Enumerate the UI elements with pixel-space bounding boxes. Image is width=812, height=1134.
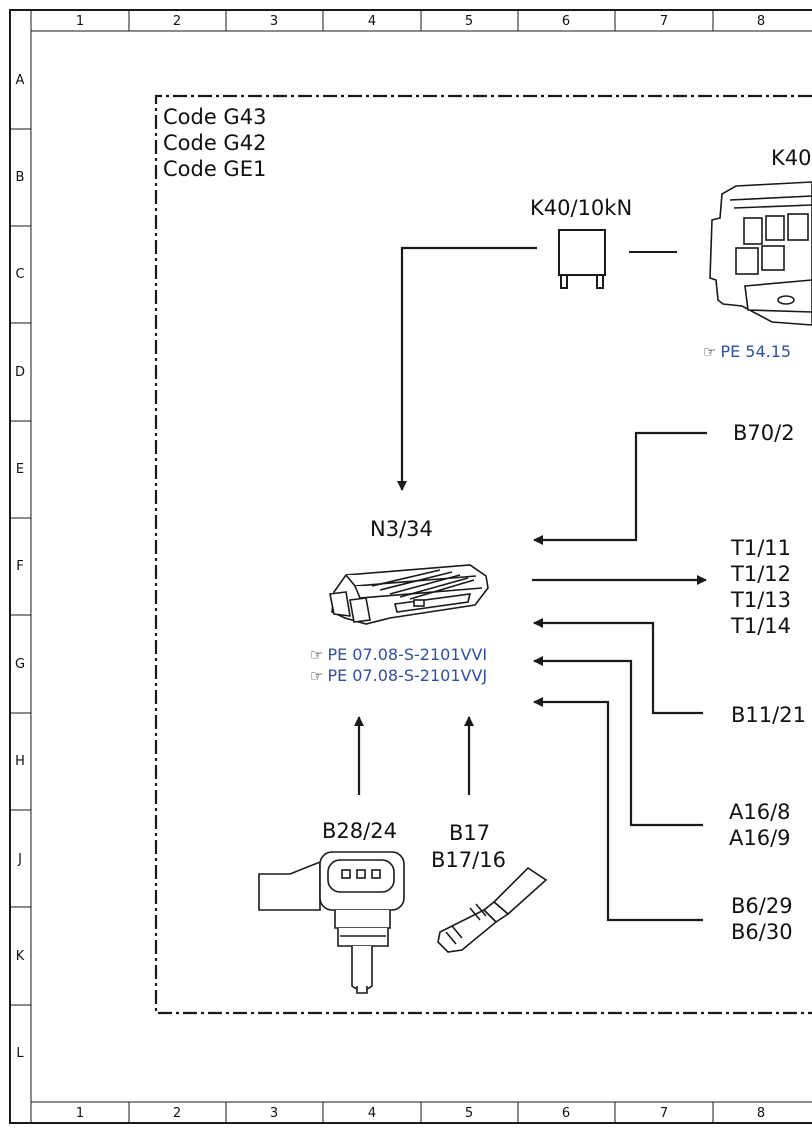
- line-b6-to-n3-34: [533, 697, 703, 922]
- code-label: Code G42: [163, 131, 267, 155]
- label-b11-21: B11/21: [731, 703, 806, 727]
- pointing-hand-icon: ☞: [703, 343, 717, 361]
- code-list: Code G43 Code G42 Code GE1: [163, 104, 266, 182]
- grid-column-label: 4: [367, 1106, 377, 1121]
- grid-row-label: E: [15, 462, 25, 477]
- grid-column-label: 7: [659, 1106, 669, 1121]
- grid-row-label: B: [15, 170, 25, 185]
- reference-n3-34-vvj[interactable]: ☞PE 07.08-S-2101VVJ: [310, 666, 487, 686]
- module-k40-drawing: [709, 181, 812, 326]
- label-a16: A16/8: [729, 800, 791, 824]
- grid-column-label: 5: [464, 14, 474, 29]
- line-b11-21-to-n3-34: [533, 618, 703, 715]
- code-label: Code GE1: [163, 157, 267, 181]
- grid-row-label: L: [16, 1046, 24, 1061]
- label-b6: B6/29: [731, 894, 793, 918]
- grid-column-label: 1: [75, 14, 85, 29]
- label-b6-group: B6/29 B6/30: [731, 893, 793, 945]
- code-boundary: [154, 94, 812, 1015]
- reference-k40[interactable]: ☞PE 54.15: [703, 342, 791, 362]
- label-a16: A16/9: [729, 826, 791, 850]
- grid-row-label: A: [15, 73, 25, 88]
- reference-n3-34-vvj-text: PE 07.08-S-2101VVJ: [327, 666, 488, 685]
- label-b6: B6/30: [731, 920, 793, 944]
- label-b17-16: B17/16: [431, 848, 506, 872]
- grid-column-label: 2: [172, 1106, 182, 1121]
- grid-column-label: 7: [659, 14, 669, 29]
- grid-column-label: 3: [269, 1106, 279, 1121]
- relay-k40-10kn-symbol: [558, 229, 677, 289]
- grid-column-label: 8: [756, 1106, 766, 1121]
- reference-n3-34-vvi[interactable]: ☞PE 07.08-S-2101VVI: [310, 645, 487, 665]
- label-n3-34: N3/34: [370, 517, 433, 541]
- grid-row-label: G: [14, 657, 26, 672]
- line-b70-2-to-n3-34: [533, 431, 707, 545]
- label-b17: B17: [449, 821, 491, 845]
- grid-row-label: D: [14, 365, 25, 380]
- grid-column-label: 6: [561, 1106, 571, 1121]
- pointing-hand-icon: ☞: [310, 667, 324, 685]
- label-t1: T1/11: [731, 536, 791, 560]
- grid-column-label: 1: [75, 1106, 85, 1121]
- reference-k40-text: PE 54.15: [720, 342, 792, 361]
- grid-column-label: 5: [464, 1106, 474, 1121]
- drawing-frame: [9, 9, 812, 1124]
- reference-n3-34-vvi-text: PE 07.08-S-2101VVI: [327, 645, 488, 664]
- grid-row-label: C: [15, 267, 25, 282]
- grid-row-label: J: [18, 852, 22, 867]
- label-a16-group: A16/8 A16/9: [729, 799, 791, 851]
- grid-column-label: 6: [561, 14, 571, 29]
- sensor-b17-drawing: [437, 866, 548, 953]
- label-t1-group: T1/11 T1/12 T1/13 T1/14: [731, 535, 791, 639]
- line-k40-to-n3-34: [397, 246, 537, 491]
- grid-row-label: F: [16, 559, 24, 574]
- line-a16-to-n3-34: [533, 656, 703, 827]
- label-b70-2: B70/2: [733, 421, 795, 445]
- connection-lines: [354, 246, 707, 922]
- label-k40-10kn: K40/10kN: [530, 196, 633, 220]
- code-label: Code G43: [163, 105, 267, 129]
- label-b28-24: B28/24: [322, 819, 397, 843]
- label-t1: T1/13: [731, 588, 791, 612]
- label-k40: K40: [771, 146, 812, 170]
- grid-column-label: 3: [269, 14, 279, 29]
- grid-row-label: K: [15, 949, 25, 964]
- pointing-hand-icon: ☞: [310, 646, 324, 664]
- label-t1: T1/14: [731, 614, 791, 638]
- control-unit-n3-34-drawing: [329, 564, 489, 625]
- grid-column-label: 2: [172, 14, 182, 29]
- label-t1: T1/12: [731, 562, 791, 586]
- grid-row-label: H: [15, 754, 25, 769]
- grid-column-label: 4: [367, 14, 377, 29]
- sensor-b28-24-drawing: [258, 851, 405, 994]
- grid-column-label: 8: [756, 14, 766, 29]
